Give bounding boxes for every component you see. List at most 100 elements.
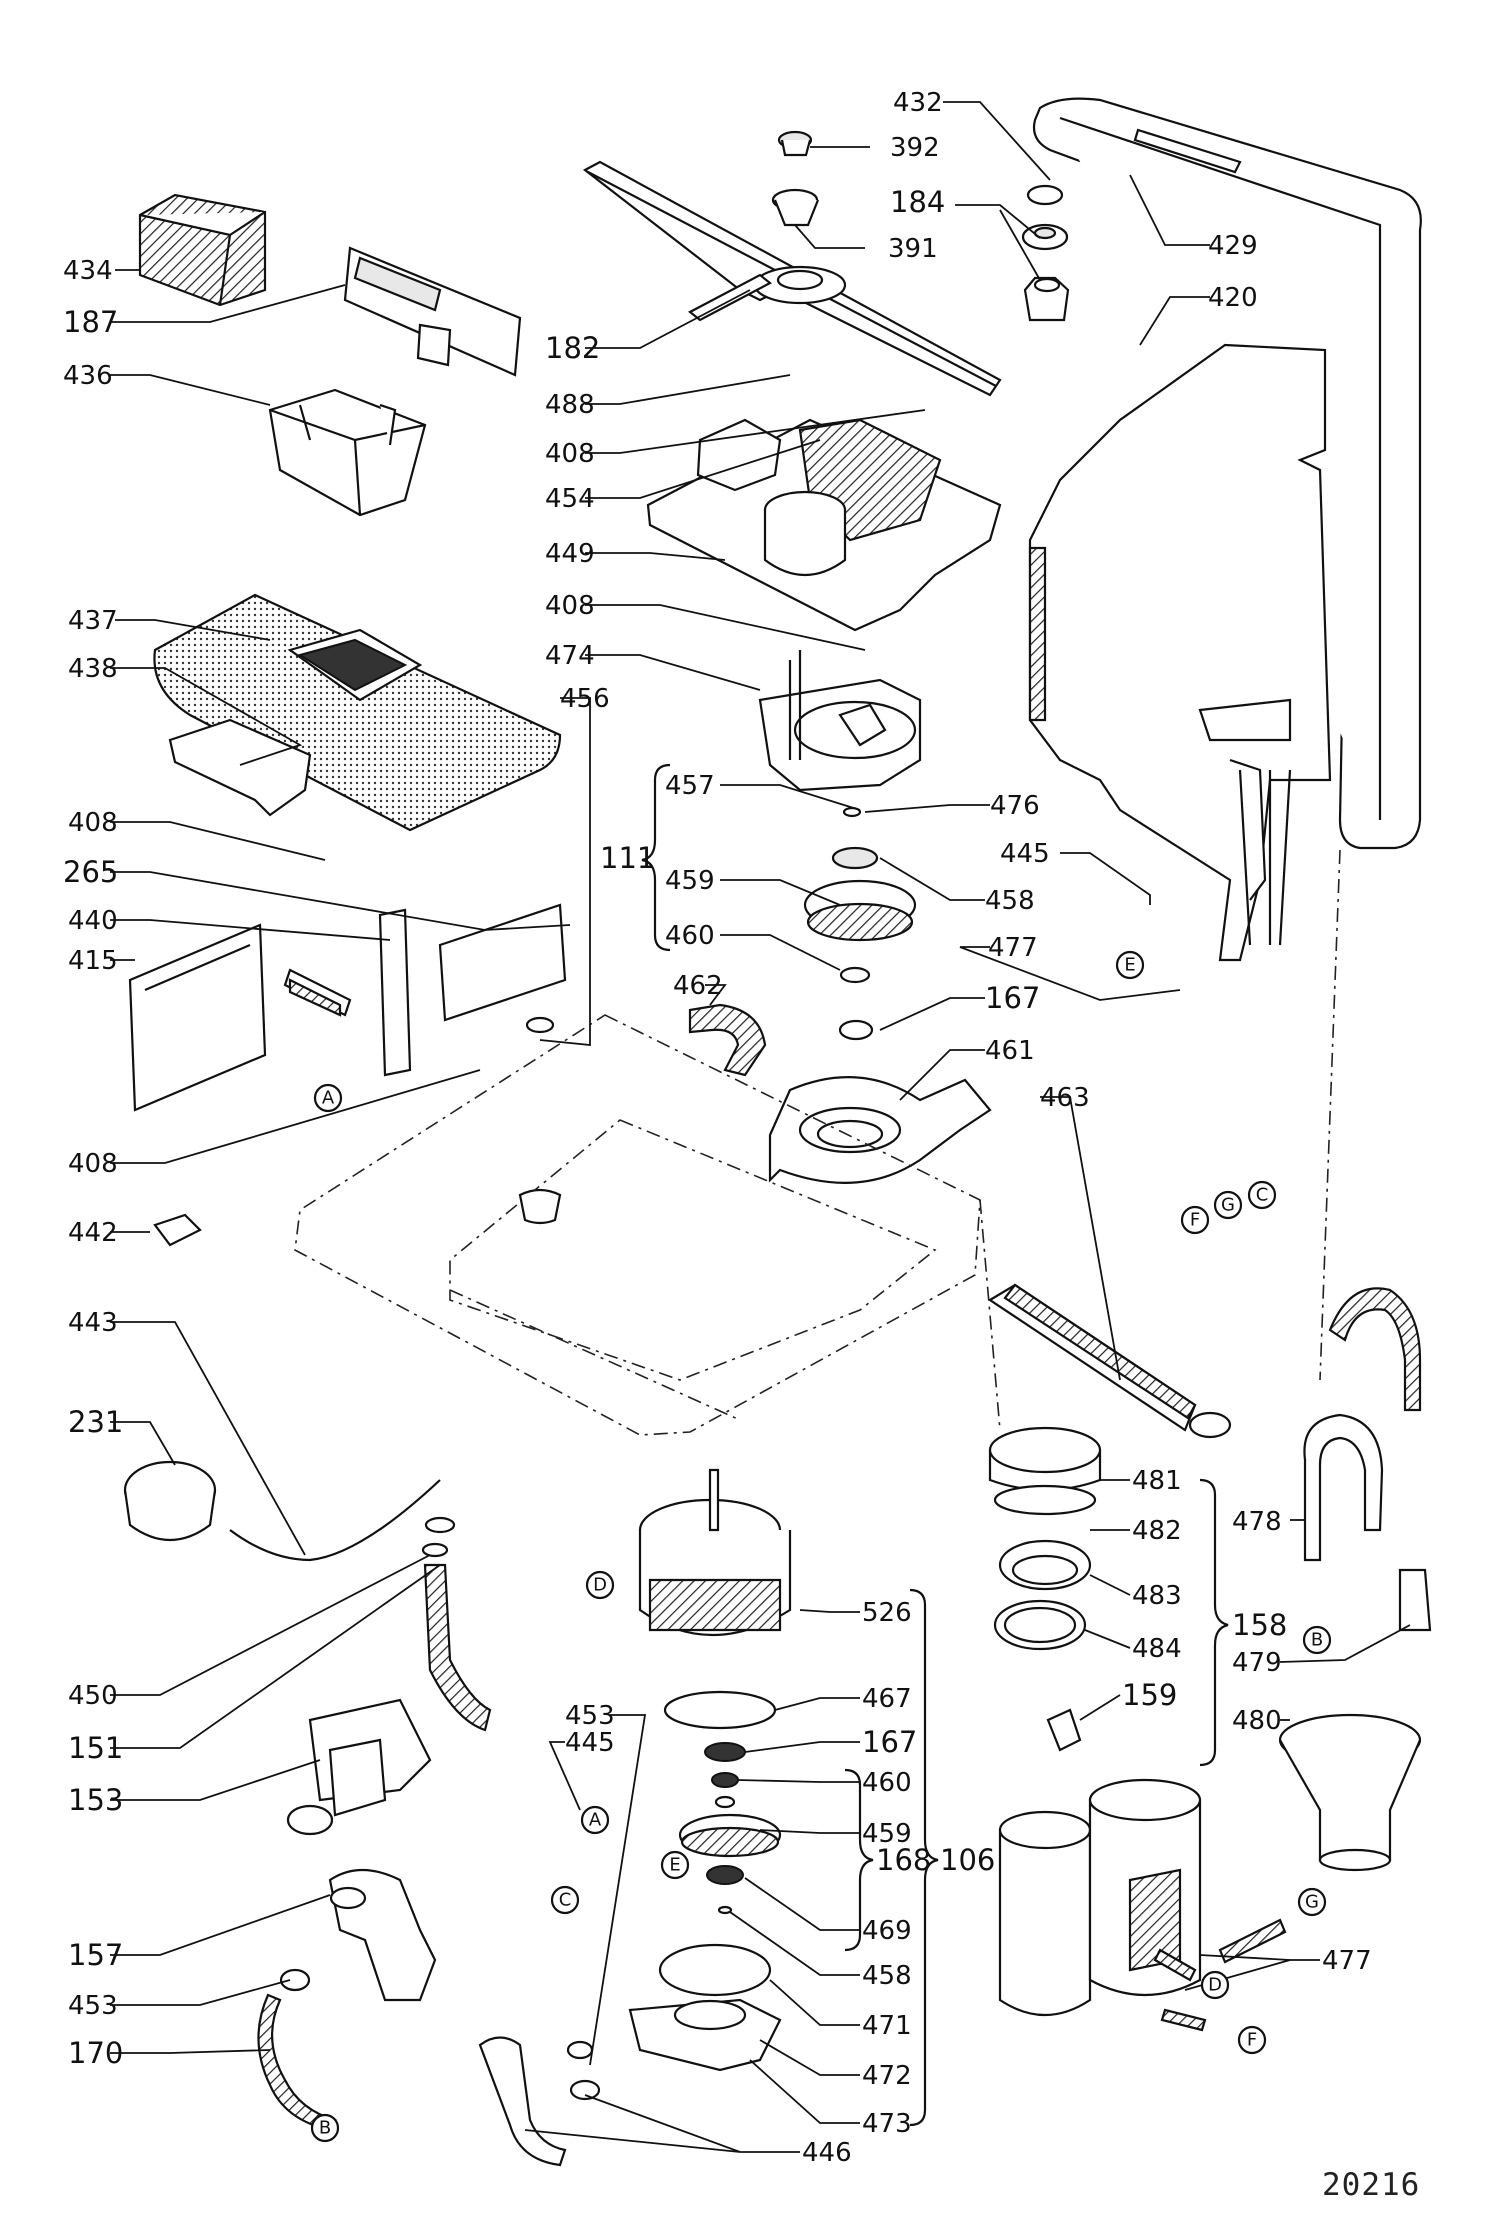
part-label-479: 479	[1232, 1648, 1282, 1678]
part-label-106: 106	[940, 1843, 995, 1877]
group-braces	[641, 763, 1229, 2127]
part-label-481: 481	[1132, 1466, 1182, 1496]
part-label-449: 449	[545, 539, 595, 569]
part-label-483: 483	[1132, 1581, 1182, 1611]
part-label-457: 457	[665, 771, 715, 801]
drain-pump	[328, 1869, 437, 2002]
connector-d-2: D	[1200, 1970, 1230, 2000]
softener-tank	[998, 1778, 1202, 2016]
connector-f-2: F	[1237, 2025, 1267, 2055]
sump-cover	[646, 418, 1002, 632]
part-label-408-b: 408	[545, 591, 595, 621]
connector-label: F	[1247, 2030, 1257, 2051]
part-label-461: 461	[985, 1036, 1035, 1066]
part-label-167-a: 167	[985, 981, 1040, 1015]
connector-label: E	[669, 1855, 680, 1876]
connector-d-1: D	[585, 1570, 615, 1600]
part-label-480: 480	[1232, 1706, 1282, 1736]
filter-handle	[168, 718, 312, 817]
tube-seal-nut	[1021, 184, 1070, 322]
rinse-aid-cup	[268, 388, 427, 517]
part-label-151: 151	[68, 1731, 123, 1765]
part-label-392: 392	[890, 133, 940, 163]
pump-impeller-housing	[758, 650, 922, 792]
connector-label: C	[559, 1890, 572, 1911]
part-label-231: 231	[68, 1405, 123, 1439]
part-label-157: 157	[68, 1938, 123, 1972]
part-label-459-a: 459	[665, 866, 715, 896]
part-label-456: 456	[560, 684, 610, 714]
hoses-477	[1153, 1918, 1287, 2032]
part-label-182: 182	[545, 331, 600, 365]
hose-462	[688, 1003, 767, 1077]
hose-443	[229, 1479, 441, 1562]
funnel-480	[1278, 1713, 1422, 1872]
pressure-switch	[123, 1460, 217, 1542]
part-label-458-a: 458	[985, 886, 1035, 916]
connector-label: G	[1221, 1195, 1235, 1216]
connector-b-1: B	[1302, 1625, 1332, 1655]
part-label-408-d: 408	[68, 1149, 118, 1179]
part-label-408-c: 408	[68, 808, 118, 838]
connector-markers: A A B B C C D D E E F F G G	[310, 950, 1332, 2143]
connector-label: B	[1311, 1630, 1323, 1651]
part-label-469: 469	[862, 1916, 912, 1946]
drain-hose-478	[1303, 1287, 1432, 1632]
part-label-488: 488	[545, 390, 595, 420]
part-label-460-b: 460	[862, 1768, 912, 1798]
part-label-445-b: 445	[565, 1728, 615, 1758]
part-label-526: 526	[862, 1598, 912, 1628]
bottom-pump-stack	[628, 1690, 782, 2072]
part-label-453-a: 453	[565, 1701, 615, 1731]
connector-a-1: A	[313, 1083, 343, 1113]
part-label-437: 437	[68, 606, 118, 636]
hose-446	[478, 2036, 601, 2167]
dispenser-cover	[343, 246, 522, 377]
leader-lines	[110, 101, 1411, 2153]
impeller-parts	[803, 806, 917, 1041]
part-label-478: 478	[1232, 1507, 1282, 1537]
part-label-415: 415	[68, 946, 118, 976]
connector-b-2: B	[310, 2113, 340, 2143]
part-label-434: 434	[63, 256, 113, 286]
part-label-170: 170	[68, 2036, 123, 2070]
part-label-445-a: 445	[1000, 839, 1050, 869]
part-label-462: 462	[673, 971, 723, 1001]
connector-a-2: A	[580, 1805, 610, 1835]
connector-e-1: E	[1115, 950, 1145, 980]
part-label-484: 484	[1132, 1634, 1182, 1664]
connector-g-1: G	[1213, 1190, 1243, 1220]
part-label-482: 482	[1132, 1516, 1182, 1546]
connector-label: B	[319, 2118, 331, 2139]
part-number-labels: 432 392 184 391 429 420 434 187 182 436 …	[63, 88, 1372, 2168]
part-label-460-a: 460	[665, 921, 715, 951]
part-label-438: 438	[68, 654, 118, 684]
part-label-420: 420	[1208, 283, 1258, 313]
connector-label: G	[1305, 1892, 1319, 1913]
part-label-454: 454	[545, 484, 595, 514]
part-label-436: 436	[63, 361, 113, 391]
connector-label: F	[1190, 1210, 1200, 1231]
part-label-453-b: 453	[68, 1991, 118, 2021]
part-label-450: 450	[68, 1681, 118, 1711]
inlet-hose-151	[421, 1516, 492, 1732]
part-label-432: 432	[893, 88, 943, 118]
part-label-187: 187	[63, 305, 118, 339]
connector-label: C	[1256, 1185, 1269, 1206]
part-label-158: 158	[1232, 1608, 1287, 1642]
connector-label: E	[1124, 955, 1135, 976]
part-label-429: 429	[1208, 231, 1258, 261]
connector-label: A	[322, 1088, 335, 1109]
part-label-473: 473	[862, 2109, 912, 2139]
part-label-474: 474	[545, 641, 595, 671]
part-label-111: 111	[600, 841, 655, 875]
cutlery-basket	[138, 193, 267, 307]
part-label-440: 440	[68, 906, 118, 936]
part-label-472: 472	[862, 2061, 912, 2091]
softener-parts	[988, 1426, 1102, 1752]
tub-base	[294, 849, 1341, 1436]
motor	[638, 1468, 792, 1637]
part-label-168: 168	[876, 1843, 931, 1877]
part-label-458-b: 458	[862, 1961, 912, 1991]
